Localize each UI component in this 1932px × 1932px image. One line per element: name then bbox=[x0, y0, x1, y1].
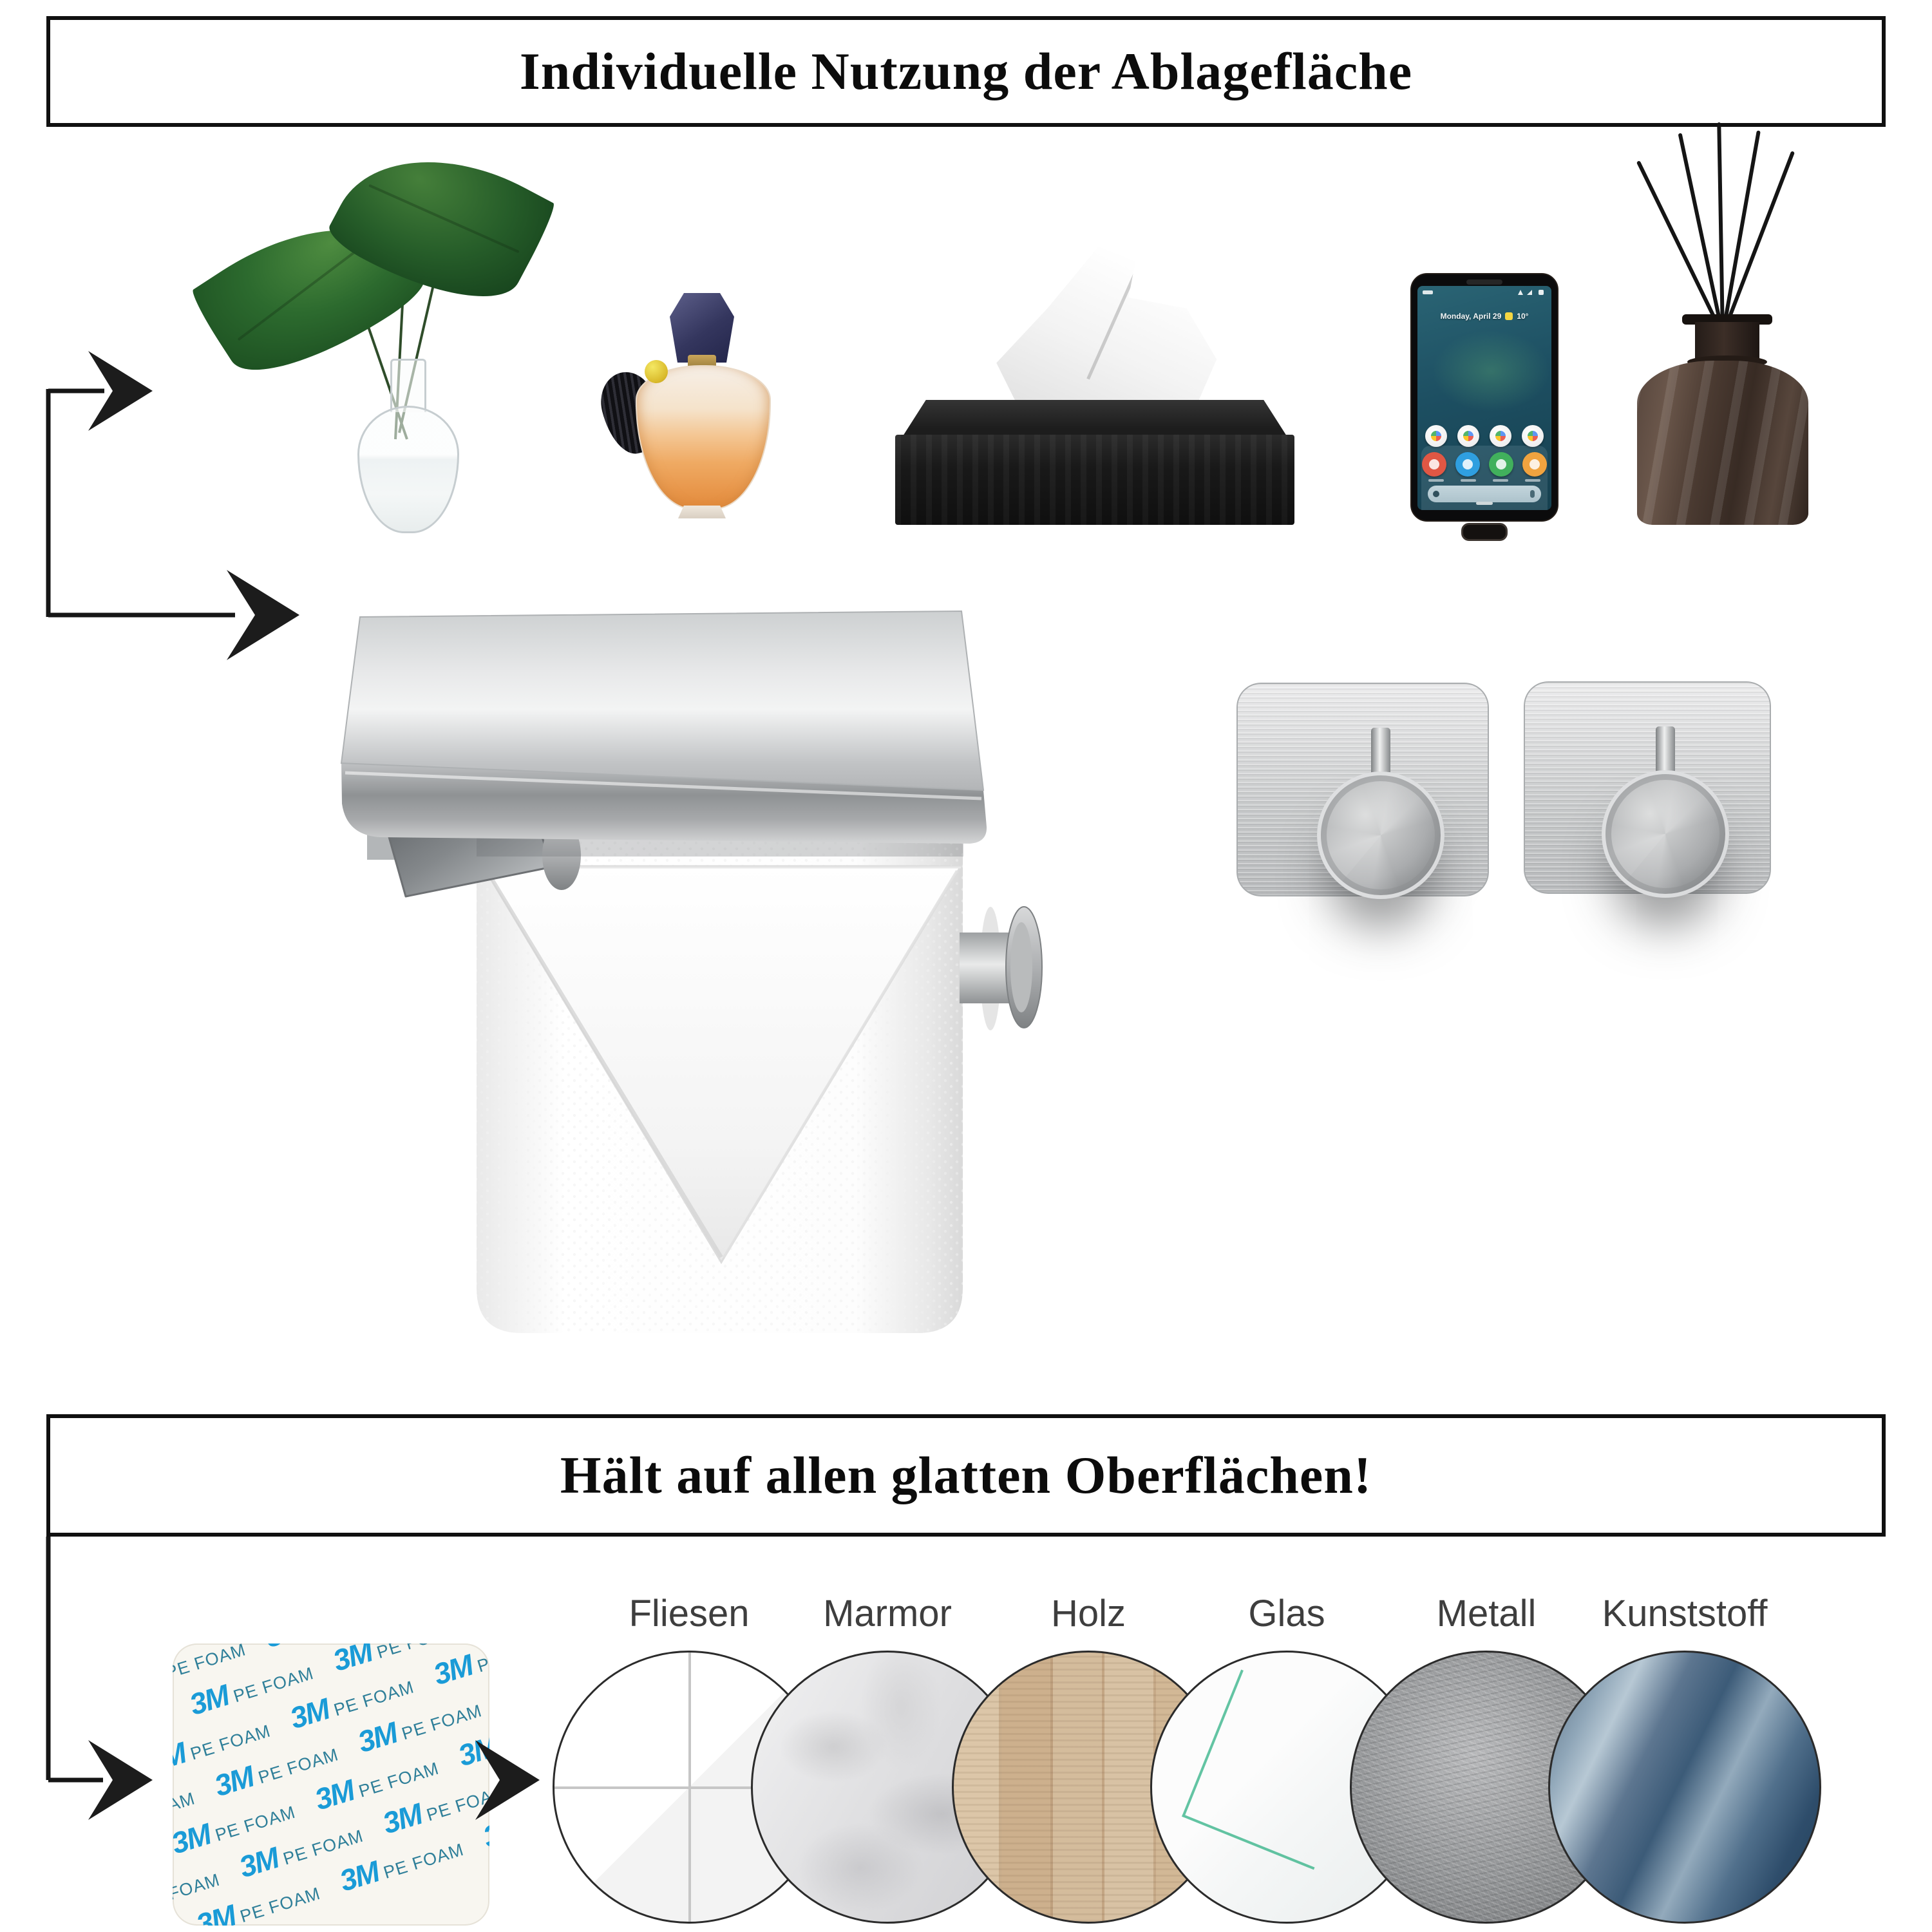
glass-vase bbox=[357, 406, 459, 533]
phone-dock-labels bbox=[1421, 479, 1548, 482]
hook-knob bbox=[1602, 770, 1729, 898]
battery-icon bbox=[1539, 290, 1544, 295]
search-bar bbox=[1428, 486, 1541, 502]
surface-label-metall: Metall bbox=[1436, 1593, 1537, 1634]
adhesive-pad: 3M PE FOAM3M PE FOAM3M PE FOAM3M PE FOAM… bbox=[173, 1643, 489, 1926]
toilet-paper-holder bbox=[340, 610, 1043, 1333]
app-icon bbox=[1425, 425, 1447, 447]
reed-stick bbox=[1721, 151, 1795, 336]
roll-axis-cap bbox=[960, 906, 1043, 1030]
top-title: Individuelle Nutzung der Ablagefläche bbox=[519, 42, 1413, 100]
surface-label-kunststoff: Kunststoff bbox=[1602, 1593, 1768, 1634]
phone-app-row bbox=[1417, 425, 1551, 447]
app-icon bbox=[1457, 425, 1479, 447]
phone-dock-icon bbox=[1522, 452, 1547, 477]
phone-dock-icon bbox=[1422, 452, 1446, 477]
phone-dock bbox=[1421, 446, 1548, 510]
phone-dock-icon bbox=[1489, 452, 1513, 477]
label-bar bbox=[1493, 479, 1508, 482]
diffuser-neck bbox=[1695, 322, 1759, 362]
app-icon bbox=[1490, 425, 1511, 447]
connector-lines bbox=[46, 388, 235, 1783]
smartphone: Monday, April 29 10° bbox=[1410, 273, 1558, 541]
reed-stick bbox=[1721, 130, 1761, 336]
clock-icon bbox=[1423, 290, 1433, 294]
adhesive-hook bbox=[1236, 683, 1489, 899]
arrow-right-icon bbox=[88, 1740, 153, 1820]
surface-circle-plastic bbox=[1548, 1651, 1821, 1924]
phone-dock-row bbox=[1421, 452, 1548, 477]
plant-in-vase bbox=[187, 115, 559, 533]
tassel-bead bbox=[645, 360, 668, 383]
perfume-cap bbox=[670, 293, 734, 363]
label-bar bbox=[1461, 479, 1476, 482]
app-icon bbox=[1522, 425, 1544, 447]
bottom-title-box: Hält auf allen glatten Oberflächen! bbox=[46, 1414, 1886, 1537]
tissue-box bbox=[895, 247, 1294, 525]
home-button bbox=[1461, 523, 1508, 541]
diffuser-bottle bbox=[1637, 361, 1808, 525]
reed-stick bbox=[1717, 122, 1725, 336]
perfume-foot bbox=[678, 506, 726, 518]
paper-fold-triangle bbox=[481, 865, 963, 1264]
perfume-body bbox=[636, 365, 771, 509]
phone-screen: Monday, April 29 10° bbox=[1417, 286, 1551, 510]
shelf-front bbox=[341, 763, 987, 844]
hook-knob bbox=[1317, 772, 1444, 899]
shelf-top bbox=[340, 610, 985, 791]
tissue-box-top bbox=[903, 400, 1287, 436]
bottom-title: Hält auf allen glatten Oberflächen! bbox=[560, 1446, 1372, 1504]
label-bar bbox=[1525, 479, 1540, 482]
surface-label-glas: Glas bbox=[1248, 1593, 1325, 1634]
sun-icon bbox=[1505, 312, 1513, 320]
vase-neck bbox=[390, 359, 426, 412]
shelf bbox=[340, 610, 987, 844]
tissue-box-front bbox=[895, 435, 1294, 525]
perfume-bottle bbox=[594, 293, 802, 526]
phone-dock-icon bbox=[1455, 452, 1480, 477]
label-bar bbox=[1428, 479, 1444, 482]
phone-status-bar bbox=[1417, 290, 1551, 296]
reed-diffuser bbox=[1623, 122, 1823, 525]
top-title-box: Individuelle Nutzung der Ablagefläche bbox=[46, 16, 1886, 127]
home-indicator bbox=[1476, 502, 1493, 505]
pad-pattern: 3M PE FOAM3M PE FOAM3M PE FOAM3M PE FOAM… bbox=[173, 1643, 489, 1926]
surface-label-holz: Holz bbox=[1050, 1593, 1126, 1634]
adhesive-hook bbox=[1524, 681, 1771, 898]
date-weather-widget: Monday, April 29 10° bbox=[1417, 312, 1551, 321]
arrow-right-icon bbox=[88, 351, 153, 431]
reed-stick bbox=[1636, 160, 1725, 336]
surface-label-fliesen: Fliesen bbox=[629, 1593, 750, 1634]
signal-icon bbox=[1527, 290, 1532, 295]
phone-earpiece bbox=[1466, 279, 1502, 285]
phone-date: Monday, April 29 bbox=[1440, 312, 1502, 321]
phone-temperature: 10° bbox=[1517, 312, 1529, 321]
wifi-icon bbox=[1518, 290, 1523, 295]
surface-label-marmor: Marmor bbox=[823, 1593, 952, 1634]
